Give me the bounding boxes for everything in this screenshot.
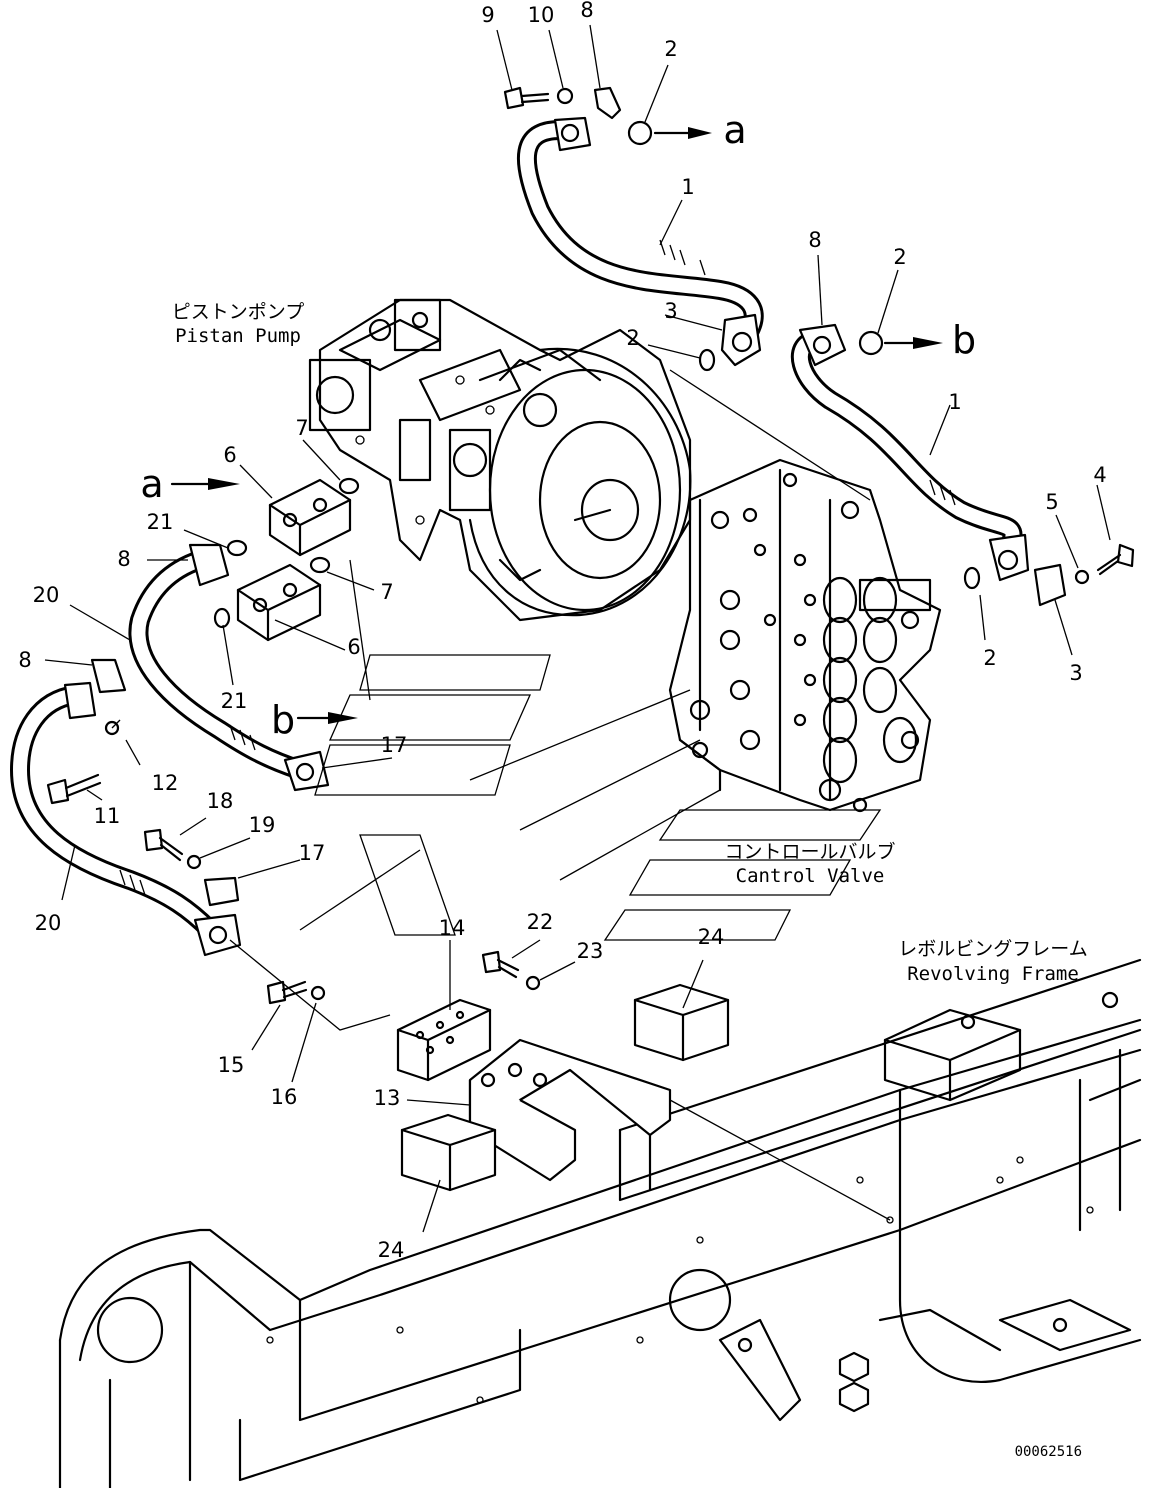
callout: 9	[481, 3, 494, 27]
drawing-code: 00062516	[1015, 1444, 1082, 1460]
ref-b-left: b	[271, 698, 295, 742]
callout: 10	[528, 3, 555, 27]
callout: 13	[374, 1086, 401, 1110]
callout: 8	[117, 547, 130, 571]
reference-arrows	[170, 127, 943, 724]
callout: 11	[94, 804, 121, 828]
callout-numbers: 1 1 2 2 2 2 3 3 4 5 6 6 7 7 8 8 8 8 9 10…	[18, 0, 1106, 1262]
callout: 24	[698, 925, 725, 949]
callout: 1	[681, 175, 694, 199]
callout: 20	[33, 583, 60, 607]
reference-outline	[299, 369, 882, 941]
callout: 5	[1045, 490, 1058, 514]
callout: 17	[381, 733, 408, 757]
callout: 7	[380, 580, 393, 604]
mounting-bracket	[396, 983, 730, 1192]
callout: 3	[664, 299, 677, 323]
captions: ピストンポンプ Pistan Pump コントロールバルブ Cantrol Va…	[140, 108, 1087, 1460]
callout: 4	[1093, 463, 1106, 487]
control-valve-label-jp: コントロールバルブ	[724, 840, 895, 863]
ref-b-right: b	[952, 318, 976, 362]
ref-a-top: a	[723, 108, 746, 152]
callout: 12	[152, 771, 179, 795]
revolving-frame	[58, 958, 1142, 1488]
control-valve-label-en: Cantrol Valve	[736, 865, 885, 887]
control-valve	[668, 458, 942, 813]
piston-pump	[308, 298, 692, 622]
callout: 8	[18, 648, 31, 672]
callout: 6	[347, 635, 360, 659]
callout: 24	[378, 1238, 405, 1262]
callout: 21	[147, 510, 174, 534]
callout: 23	[577, 939, 604, 963]
callout: 20	[35, 911, 62, 935]
callout: 8	[580, 0, 593, 22]
ref-a-left: a	[140, 462, 163, 506]
callout: 2	[664, 37, 677, 61]
bolts	[46, 86, 1135, 1005]
revolving-frame-label-en: Revolving Frame	[907, 963, 1079, 985]
split-flanges	[236, 478, 352, 642]
callout: 18	[207, 789, 234, 813]
leader-lines	[44, 24, 1111, 1233]
callout: 19	[249, 813, 276, 837]
callout: 2	[626, 326, 639, 350]
callout: 3	[1069, 661, 1082, 685]
callout: 7	[295, 416, 308, 440]
callout: 8	[808, 228, 821, 252]
callout: 1	[948, 390, 961, 414]
callout: 16	[271, 1085, 298, 1109]
fittings	[63, 86, 1067, 957]
callout: 6	[223, 443, 236, 467]
piston-pump-label-jp: ピストンポンプ	[172, 301, 304, 323]
callout: 17	[299, 841, 326, 865]
callout: 15	[218, 1053, 245, 1077]
callout: 14	[439, 916, 466, 940]
piston-pump-label-en: Pistan Pump	[175, 325, 301, 347]
callout: 2	[893, 245, 906, 269]
revolving-frame-label-jp: レボルビングフレーム	[898, 938, 1087, 960]
callout: 21	[221, 689, 248, 713]
o-rings	[104, 87, 1090, 1001]
callout: 2	[983, 646, 996, 670]
hoses	[10, 120, 1023, 940]
callout: 22	[527, 910, 554, 934]
